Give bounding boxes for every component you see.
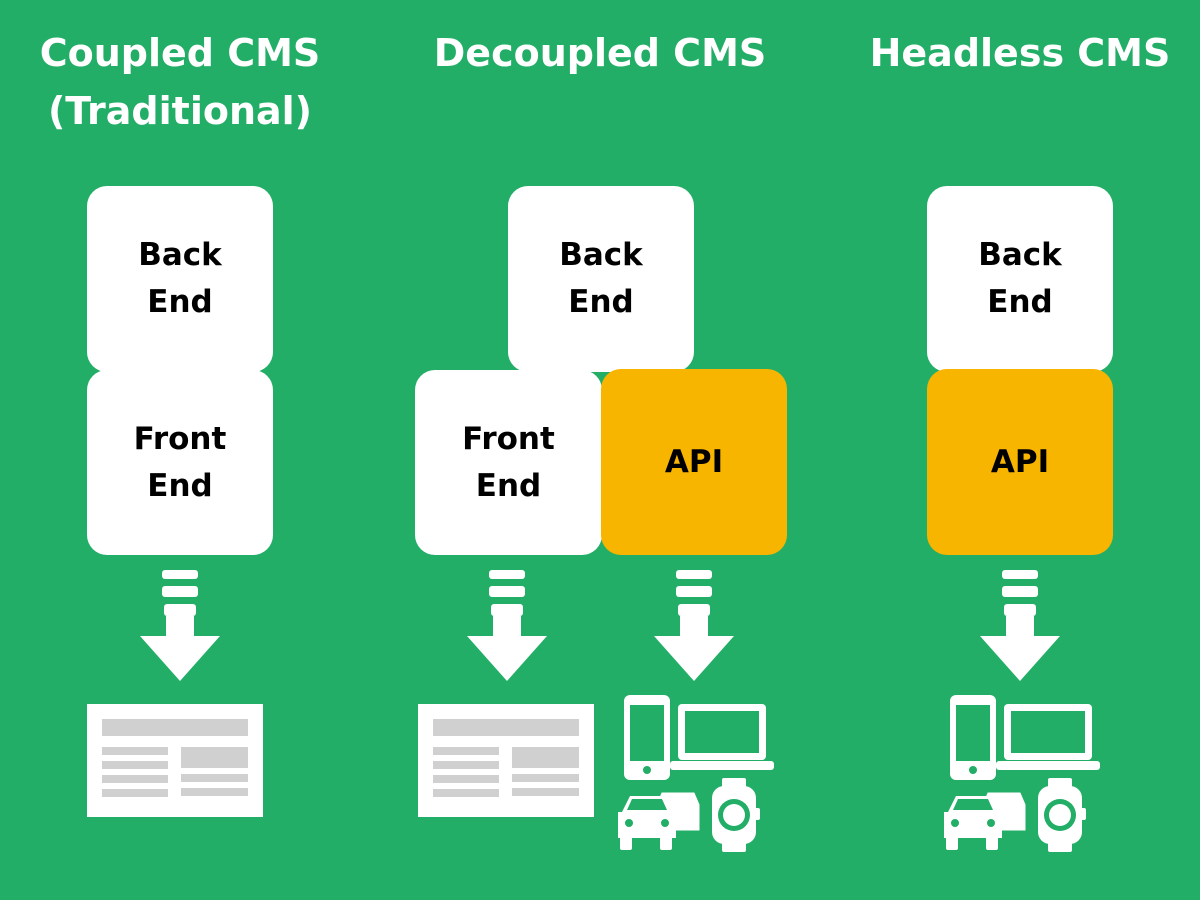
headless-cms-title: Headless CMS (860, 24, 1180, 82)
decoupled-api-label: API (664, 443, 724, 480)
decoupled-back-end-line1: Back (559, 237, 643, 273)
decoupled-back-end-block: Back End (508, 186, 694, 372)
decoupled-front-end-line2: End (475, 467, 542, 504)
webpage-icon (87, 704, 263, 817)
devices-icon (618, 695, 774, 852)
coupled-back-end-block: Back End (87, 186, 273, 372)
coupled-back-end-line1: Back (138, 237, 222, 273)
coupled-cms-title: Coupled CMS (Traditional) (30, 24, 330, 140)
coupled-back-end-line2: End (147, 284, 213, 320)
headless-cms-title-line1: Headless CMS (869, 31, 1171, 75)
arrow-down-icon (980, 570, 1060, 681)
devices-icon (944, 695, 1100, 852)
decoupled-cms-title: Decoupled CMS (420, 24, 780, 82)
headless-api-label: API (990, 443, 1050, 480)
decoupled-front-end-line1: Front (462, 420, 555, 457)
coupled-cms-title-line1: Coupled CMS (39, 31, 321, 75)
headless-back-end-line2: End (987, 284, 1053, 320)
coupled-cms-title-line2: (Traditional) (47, 89, 313, 133)
coupled-front-end-line1: Front (133, 420, 227, 457)
webpage-icon (418, 704, 594, 817)
headless-api-block: API (927, 369, 1113, 555)
decoupled-cms-title-line1: Decoupled CMS (433, 31, 767, 75)
coupled-front-end-block: Front End (87, 370, 273, 555)
arrow-down-icon (140, 570, 220, 681)
headless-back-end-block: Back End (927, 186, 1113, 372)
arrow-down-icon (654, 570, 734, 681)
coupled-front-end-line2: End (147, 467, 213, 504)
decoupled-back-end-line2: End (568, 284, 634, 320)
headless-back-end-line1: Back (978, 237, 1062, 273)
arrow-down-icon (467, 570, 547, 681)
decoupled-api-block: API (601, 369, 787, 555)
decoupled-front-end-block: Front End (415, 370, 602, 555)
